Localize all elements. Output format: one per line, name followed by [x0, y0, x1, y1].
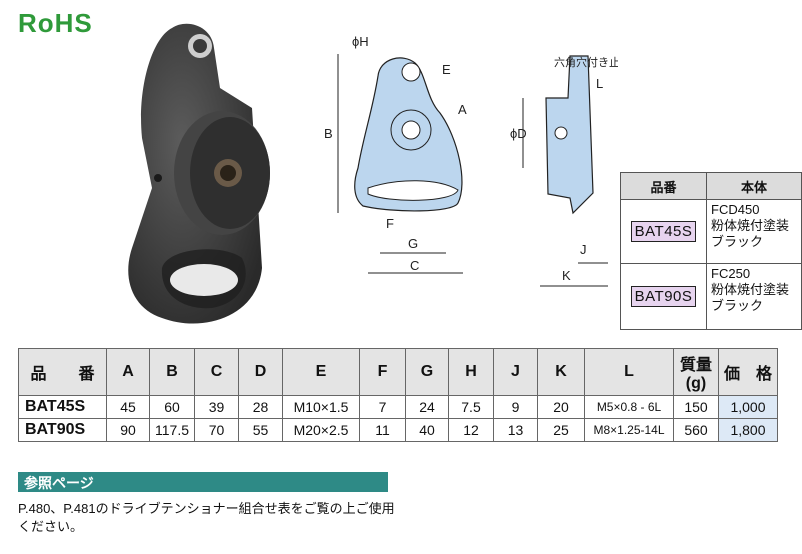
- cell: 25: [537, 418, 585, 442]
- spec-header: L: [584, 348, 674, 396]
- cell: 11: [359, 418, 406, 442]
- label-C: C: [410, 258, 419, 273]
- rohs-logo: RoHS: [18, 8, 93, 38]
- mat-line: 粉体焼付塗装: [711, 282, 790, 297]
- reference-title: 参照ページ: [24, 475, 94, 491]
- cell: 12: [448, 418, 494, 442]
- cell: 60: [149, 395, 195, 419]
- label-phiD: ϕD: [510, 126, 527, 141]
- spec-header: 質量 (g): [673, 348, 719, 396]
- mat-line: ブラック: [711, 298, 764, 313]
- cell: 9: [493, 395, 538, 419]
- cell: 20: [537, 395, 585, 419]
- cell: 90: [106, 418, 150, 442]
- screw-note: 六角穴付き止めネジ: [554, 55, 618, 69]
- mat-header-part: 品番: [619, 172, 708, 200]
- spec-header: G: [405, 348, 449, 396]
- cell: M8×1.25-14L: [584, 418, 674, 442]
- spec-header: 価 格: [718, 348, 778, 396]
- spec-header: F: [359, 348, 406, 396]
- dimension-drawing: ϕH E A B F G C ϕD J K L 六角穴付き止めネジ: [324, 34, 618, 287]
- label-B: B: [324, 126, 333, 141]
- mat-line: FC250: [711, 266, 751, 281]
- material-table: 品番 本体 BAT45S FCD450 粉体焼付塗装 ブラック BAT90S F…: [619, 172, 802, 330]
- spec-header: H: [448, 348, 494, 396]
- cell: 117.5: [149, 418, 195, 442]
- reference-bar: [18, 472, 388, 492]
- cell: 40: [405, 418, 449, 442]
- cell: 150: [673, 395, 719, 419]
- mat-line: FCD450: [711, 202, 760, 217]
- mat-part-bat45s: BAT45S: [630, 221, 697, 242]
- spec-header: K: [537, 348, 585, 396]
- reference-text: P.480、P.481のドライブテンショナー組合せ表をご覧の上ご使用ください。: [18, 501, 395, 534]
- cell: 7: [359, 395, 406, 419]
- label-E: E: [442, 62, 451, 77]
- label-F: F: [386, 216, 394, 231]
- spec-table: 品 番 A B C D E F G H J K L 質量 (g) 価 格 BAT…: [18, 348, 778, 442]
- cell: 560: [673, 418, 719, 442]
- label-J: J: [580, 242, 587, 257]
- spec-header: D: [238, 348, 283, 396]
- table-row: BAT45S 45 60 39 28 M10×1.5 7 24 7.5 9 20…: [18, 395, 778, 419]
- cell: 55: [238, 418, 283, 442]
- label-L: L: [596, 76, 603, 91]
- cell: BAT45S: [18, 395, 107, 419]
- cell: 1,000: [718, 395, 778, 419]
- cell: M10×1.5: [282, 395, 360, 419]
- spec-header: A: [106, 348, 150, 396]
- cell: M5×0.8 - 6L: [584, 395, 674, 419]
- mat-header-body: 本体: [706, 172, 802, 200]
- spec-header: C: [194, 348, 239, 396]
- mat-line: ブラック: [711, 234, 764, 249]
- cell: 7.5: [448, 395, 494, 419]
- cell: BAT90S: [18, 418, 107, 442]
- spec-header: 品 番: [18, 348, 107, 396]
- label-A: A: [458, 102, 467, 117]
- label-G: G: [408, 236, 418, 251]
- cell: 39: [194, 395, 239, 419]
- cell: 13: [493, 418, 538, 442]
- mat-part-bat90s: BAT90S: [630, 286, 697, 307]
- spec-header: J: [493, 348, 538, 396]
- label-phiH: ϕH: [352, 34, 369, 49]
- cell: 24: [405, 395, 449, 419]
- cell: 45: [106, 395, 150, 419]
- spec-header: E: [282, 348, 360, 396]
- label-K: K: [562, 268, 571, 283]
- spec-header: B: [149, 348, 195, 396]
- table-row: BAT90S 90 117.5 70 55 M20×2.5 11 40 12 1…: [18, 418, 778, 442]
- product-photo: [128, 23, 270, 324]
- mat-line: 粉体焼付塗装: [711, 218, 790, 233]
- cell: 70: [194, 418, 239, 442]
- cell: M20×2.5: [282, 418, 360, 442]
- cell: 1,800: [718, 418, 778, 442]
- cell: 28: [238, 395, 283, 419]
